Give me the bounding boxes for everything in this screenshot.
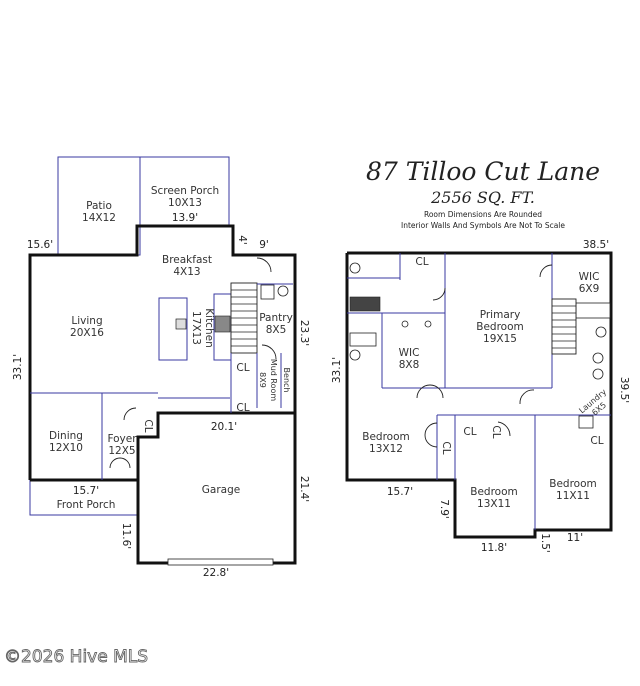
note-rounded: Room Dimensions Are Rounded — [424, 210, 542, 219]
dimension-label: 11.8' — [481, 542, 507, 554]
dimension-label: 4' — [236, 235, 248, 245]
dimension-label: 39.5' — [618, 377, 630, 403]
sink-icon — [401, 320, 409, 328]
closet-label: CL — [236, 402, 249, 414]
dimension-label: 15.7' — [73, 485, 99, 497]
room-size-breakfast: 4X13 — [173, 266, 200, 278]
dimension-label: 33.1' — [331, 357, 343, 383]
toilet-icon — [349, 262, 361, 274]
room-label-primary-bedroom: Bedroom — [476, 321, 524, 333]
room-size-wic: 8X8 — [399, 359, 420, 371]
room-size-bedroom: 11X11 — [556, 490, 590, 502]
room-label-wic: WIC — [579, 271, 600, 283]
closet-label: CL — [440, 441, 452, 454]
second-floor-walls — [345, 251, 613, 539]
dimension-label: 33.1' — [12, 354, 24, 380]
dimension-label: 20.1' — [211, 421, 237, 433]
closet-label: CL — [463, 426, 476, 438]
toilet-icon — [277, 285, 289, 297]
dimension-label: 21.4' — [298, 476, 310, 502]
water-heater-icon — [260, 284, 275, 300]
dimension-label: 38.5' — [583, 239, 609, 251]
room-size-wic: 6X9 — [579, 283, 600, 295]
room-size-patio: 14X12 — [82, 212, 116, 224]
room-label-foyer: Foyer — [107, 433, 137, 445]
room-label-pantry: Pantry — [259, 312, 293, 324]
note-scale: Interior Walls And Symbols Are Not To Sc… — [401, 221, 565, 230]
room-label-patio: Patio — [86, 200, 112, 212]
room-size-foyer: 12X5 — [108, 445, 135, 457]
room-label-front-porch: Front Porch — [57, 499, 116, 511]
toilet-icon — [349, 349, 361, 361]
garage-door — [167, 558, 274, 566]
room-size-bedroom: 13X11 — [477, 498, 511, 510]
room-label-breakfast: Breakfast — [162, 254, 212, 266]
room-label-wic: WIC — [399, 347, 420, 359]
room-label-garage: Garage — [202, 484, 240, 496]
dimension-label: 15.6' — [27, 239, 53, 251]
square-footage: 2556 SQ. FT. — [430, 188, 535, 207]
address-title: 87 Tilloo Cut Lane — [366, 157, 600, 186]
dimension-label: 1.5' — [539, 533, 551, 553]
room-size-screen-porch: 10X13 — [168, 197, 202, 209]
room-size-primary-bedroom: 19X15 — [483, 333, 517, 345]
room-size-bedroom: 13X12 — [369, 443, 403, 455]
dimension-label: 11' — [567, 532, 583, 544]
sink-icon — [592, 368, 604, 380]
stairs-first — [230, 282, 258, 354]
room-label-bedroom: Bedroom — [470, 486, 518, 498]
watermark: ©2026 Hive MLS — [4, 647, 148, 667]
room-size-dining: 12X10 — [49, 442, 83, 454]
closet-label: CL — [142, 419, 154, 432]
closet-label: CL — [415, 256, 428, 268]
room-size-kitchen: 17X13 — [190, 311, 202, 345]
stairs-second — [551, 298, 577, 355]
closet-label: CL — [236, 362, 249, 374]
toilet-icon — [595, 326, 607, 338]
stove-icon — [214, 315, 231, 333]
second-floor-plan — [345, 251, 613, 539]
dimension-label: 22.8' — [203, 567, 229, 579]
room-size-pantry: 8X5 — [266, 324, 287, 336]
room-size-mud-room: 8X9 — [258, 372, 267, 388]
kitchen-island — [158, 297, 188, 361]
dimension-label: 23.3' — [298, 320, 310, 346]
dimension-label: 11.6' — [120, 523, 132, 549]
shower-icon — [349, 296, 381, 312]
closet-label: CL — [490, 425, 502, 438]
room-label-mud-room: Mud Room — [269, 359, 278, 402]
bench-label: Bench — [282, 368, 291, 393]
first-floor-plan — [28, 156, 297, 566]
room-label-bedroom: Bedroom — [362, 431, 410, 443]
sink-icon — [175, 318, 187, 330]
room-label-screen-porch: Screen Porch — [151, 185, 219, 197]
dimension-label: 15.7' — [387, 486, 413, 498]
room-size-living: 20X16 — [70, 327, 104, 339]
dimension-label: 9' — [259, 239, 269, 251]
bathtub-icon — [575, 302, 611, 319]
closet-label: CL — [590, 435, 603, 447]
sink-icon — [592, 352, 604, 364]
dimension-label: 7.9' — [438, 499, 450, 519]
room-label-dining: Dining — [49, 430, 83, 442]
sink-icon — [424, 320, 432, 328]
washer-icon — [578, 415, 594, 429]
room-label-primary-bedroom: Primary — [480, 309, 521, 321]
room-label-bedroom: Bedroom — [549, 478, 597, 490]
dimension-label: 13.9' — [172, 212, 198, 224]
room-label-kitchen: Kitchen — [203, 308, 215, 347]
room-label-living: Living — [71, 315, 102, 327]
bathtub-icon — [349, 332, 377, 347]
